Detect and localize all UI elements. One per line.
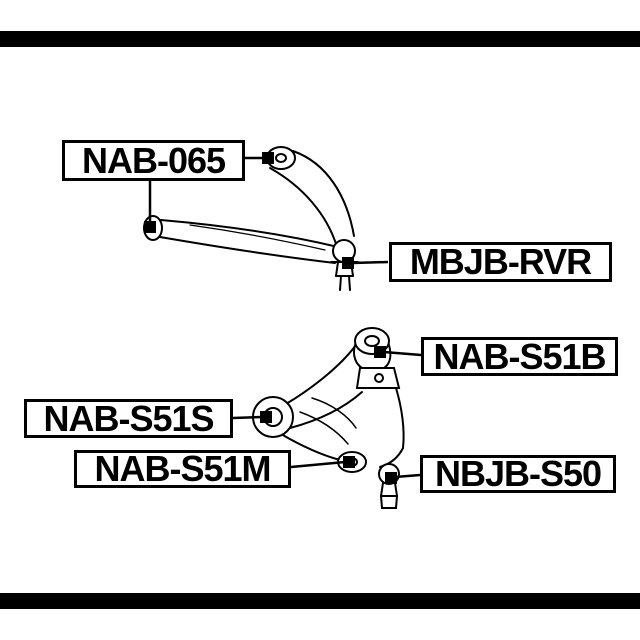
part-label-nab-s51b: NAB-S51B xyxy=(421,337,618,376)
leader-lines xyxy=(148,156,422,479)
marker-nab-065-top-bushing xyxy=(262,152,274,164)
lower-arm-inner-edge xyxy=(289,391,363,429)
upper-arm-long-bottom-edge xyxy=(159,236,336,264)
part-number-nab-s51s: NAB-S51S xyxy=(43,397,214,439)
part-label-nab-065: NAB-065 xyxy=(62,140,245,181)
upper-arm-top-bushing-hole xyxy=(275,153,287,163)
leader-nbjb-s50 xyxy=(394,473,421,479)
lower-arm-bracket xyxy=(355,367,401,389)
part-number-mbjb-rvr: MBJB-RVR xyxy=(409,241,592,282)
lower-arm-bushing-neck-right xyxy=(383,344,392,369)
leader-nab-s51s xyxy=(232,415,263,420)
marker-nab-s51s-bushing xyxy=(260,411,272,423)
part-label-mbjb-rvr: MBJB-RVR xyxy=(389,242,612,282)
marker-nab-s51m-bushing xyxy=(343,456,355,468)
marker-nab-065-front-bushing xyxy=(144,221,156,233)
marker-nab-s51b-bushing xyxy=(374,346,386,358)
lower-ball-joint-stud xyxy=(380,482,398,497)
lower-arm-bracket-hole xyxy=(374,373,384,383)
part-label-nab-s51s: NAB-S51S xyxy=(24,399,233,438)
lower-arm-rib-line-1 xyxy=(299,411,349,445)
top-border-bar xyxy=(0,31,640,47)
upper-arm-rear-edge xyxy=(292,150,355,237)
upper-arm-front-edge xyxy=(269,167,338,248)
leader-nab-s51b xyxy=(383,350,422,357)
bottom-border-bar xyxy=(0,593,640,609)
callout-markers xyxy=(144,152,397,484)
lower-arm-bottom-edge xyxy=(280,433,341,461)
upper-arm-long-top-edge xyxy=(160,219,339,248)
marker-mbjb-rvr-ball-joint xyxy=(342,257,354,269)
part-label-nbjb-s50: NBJB-S50 xyxy=(420,455,616,493)
lower-arm-top-bushing-hole xyxy=(364,335,380,347)
leader-mbjb-rvr xyxy=(351,260,389,265)
part-label-nab-s51m: NAB-S51M xyxy=(74,450,291,488)
part-number-nbjb-s50: NBJB-S50 xyxy=(434,453,602,494)
part-number-nab-s51b: NAB-S51B xyxy=(433,335,606,377)
upper-ball-joint-stud xyxy=(339,275,351,291)
lower-ball-joint-boot xyxy=(379,495,399,509)
lower-arm-bushing-neck-left xyxy=(352,344,363,369)
lower-arm-upper-edge xyxy=(285,344,357,405)
marker-nbjb-s50-ball-joint xyxy=(385,472,397,484)
leader-nab-s51m xyxy=(290,460,346,469)
part-number-nab-065: NAB-065 xyxy=(81,139,226,181)
part-number-nab-s51m: NAB-S51M xyxy=(94,448,271,489)
upper-arm-ridge-line xyxy=(189,224,326,251)
lower-arm-right-edge xyxy=(395,387,405,449)
lower-arm-rib-line-2 xyxy=(311,397,357,429)
